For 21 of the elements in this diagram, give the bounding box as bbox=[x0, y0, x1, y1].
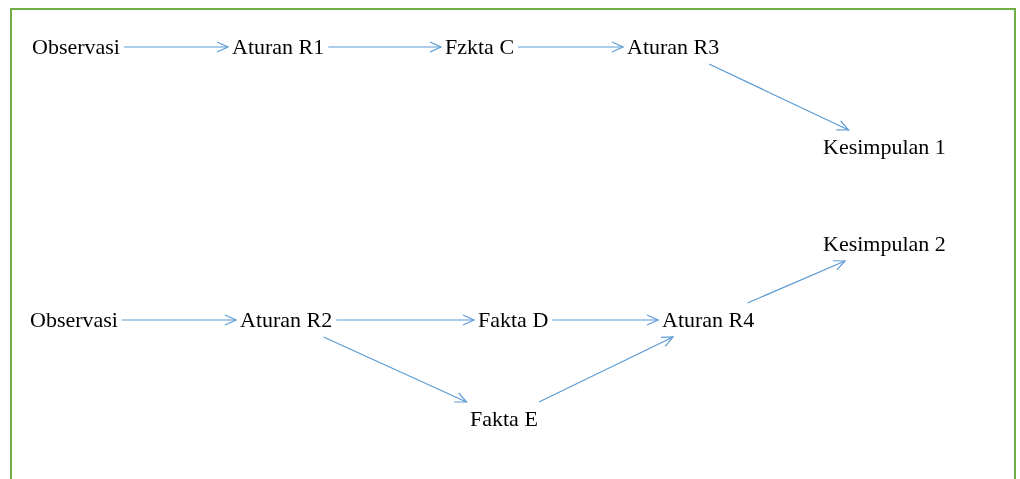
node-label: Aturan R4 bbox=[662, 307, 755, 333]
node-label: Aturan R2 bbox=[240, 307, 333, 333]
arrow bbox=[121, 314, 237, 326]
arrow bbox=[335, 314, 475, 326]
node-label: Kesimpulan 2 bbox=[823, 231, 946, 257]
arrow bbox=[708, 63, 850, 131]
arrow bbox=[123, 41, 229, 53]
node-label: Kesimpulan 1 bbox=[823, 134, 946, 160]
node-label: Fakta E bbox=[470, 406, 538, 432]
node-label: Aturan R3 bbox=[627, 34, 720, 60]
arrow bbox=[551, 314, 659, 326]
arrow bbox=[327, 41, 442, 53]
node-label: Observasi bbox=[30, 307, 118, 333]
node-label: Fzkta C bbox=[445, 34, 515, 60]
node-label: Aturan R1 bbox=[232, 34, 325, 60]
arrow bbox=[517, 41, 624, 53]
node-label: Fakta D bbox=[478, 307, 549, 333]
arrow bbox=[746, 260, 846, 304]
node-label: Observasi bbox=[32, 34, 120, 60]
arrow bbox=[322, 336, 468, 403]
arrow bbox=[538, 336, 674, 403]
